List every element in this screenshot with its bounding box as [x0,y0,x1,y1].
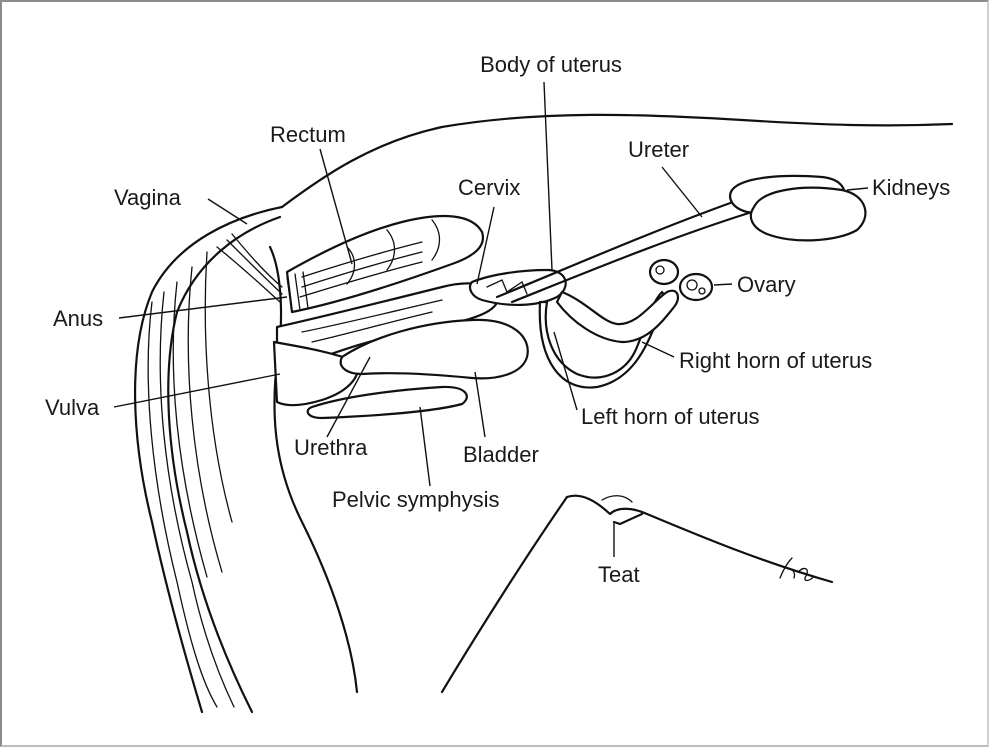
label-teat: Teat [598,562,640,587]
vulva [274,342,358,405]
label-rectum: Rectum [270,122,346,147]
label-vagina: Vagina [114,185,182,210]
label-cervix: Cervix [458,175,520,200]
artist-signature [780,558,814,581]
right-horn-of-uterus [557,291,678,342]
label-urethra: Urethra [294,435,368,460]
leader-lines [114,82,868,557]
label-right-horn-of-uterus: Right horn of uterus [679,348,872,373]
label-ovary: Ovary [737,272,796,297]
label-ureter: Ureter [628,137,689,162]
kidneys [730,176,865,240]
label-bladder: Bladder [463,442,539,467]
left-horn-of-uterus [540,292,665,388]
label-vulva: Vulva [45,395,100,420]
label-pelvic-symphysis: Pelvic symphysis [332,487,499,512]
label-left-horn-of-uterus: Left horn of uterus [581,404,760,429]
label-kidneys: Kidneys [872,175,950,200]
label-body-of-uterus: Body of uterus [480,52,622,77]
label-anus: Anus [53,306,103,331]
